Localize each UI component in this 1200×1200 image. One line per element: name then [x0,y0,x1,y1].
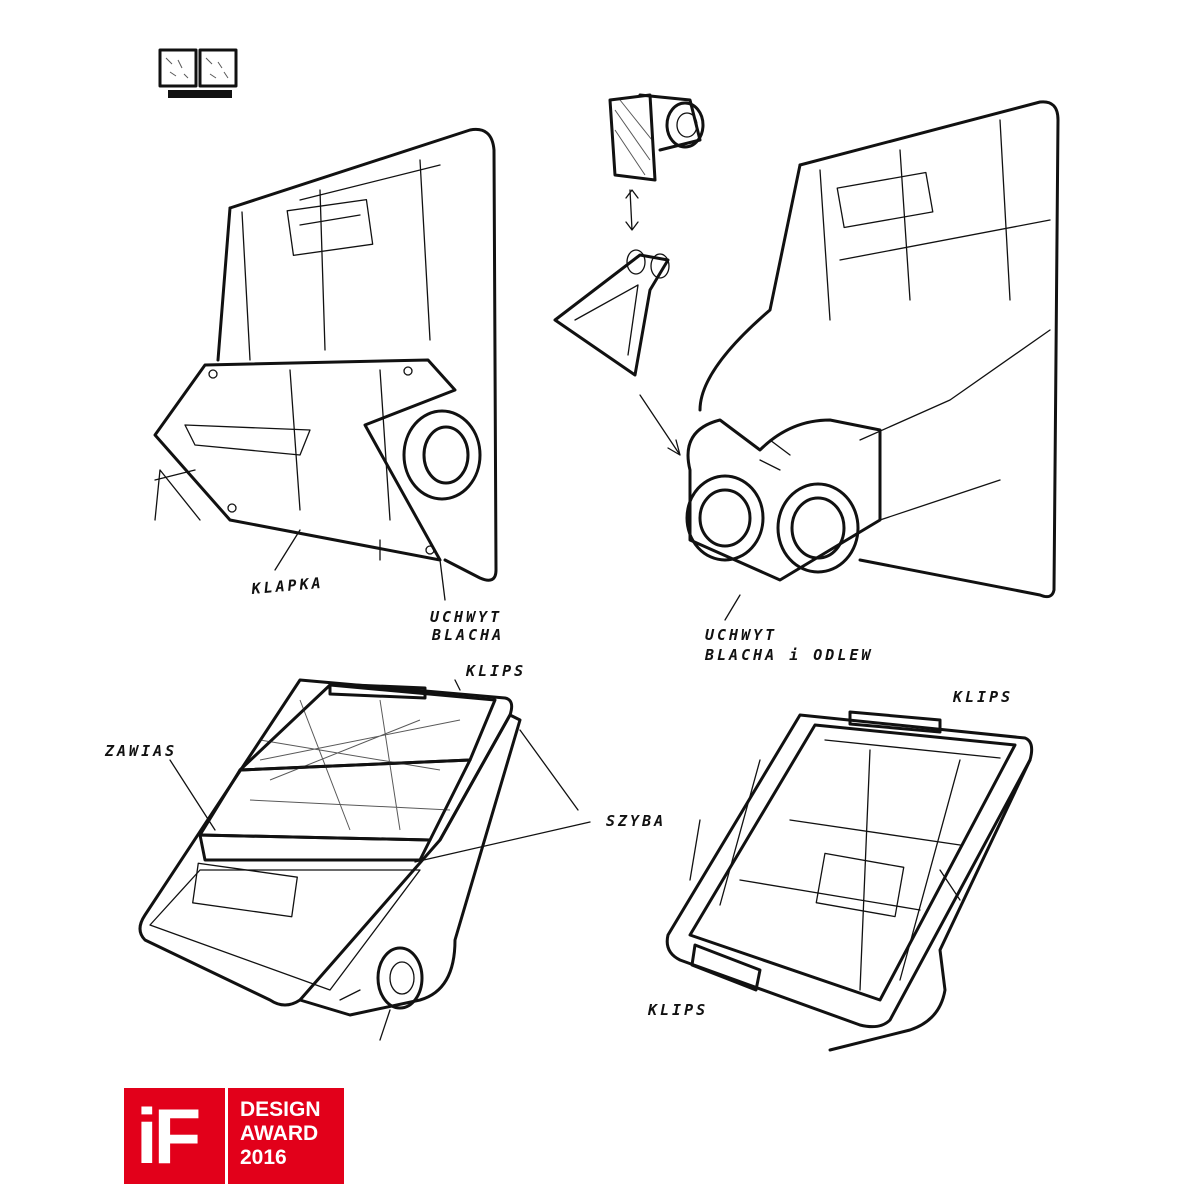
sketch-holder-tube-view [685,100,1060,621]
label-klips-bottom: KLIPS [647,1001,708,1019]
sketch-tablet-hinged [138,678,591,1041]
label-klapka: KLAPKA [250,574,324,598]
if-design-award-badge: iF DESIGN AWARD 2016 [124,1088,344,1184]
sketch-exploded-parts [553,93,705,456]
label-uchwyt-blacha-line1: UCHWYT [430,608,502,626]
award-line-award: AWARD [240,1122,319,1145]
sheet-icon [158,48,238,98]
label-uchwyt-odlew-line1: UCHWYT [705,626,777,644]
award-text: DESIGN AWARD 2016 [228,1088,321,1184]
if-logo-text: iF [136,1092,201,1180]
label-klips-top-right: KLIPS [952,688,1013,706]
sketch-tablet-closed [665,710,1034,1052]
label-szyba: SZYBA [606,812,666,830]
label-klips-top-left: KLIPS [465,662,526,680]
award-line-year: 2016 [240,1146,287,1169]
label-uchwyt-odlew-line2: BLACHA i ODLEW [704,646,873,664]
sketch-holder-flap-view [153,127,498,601]
award-line-design: DESIGN [240,1098,321,1121]
label-zawias: ZAWIAS [104,742,177,760]
label-uchwyt-blacha-line2: BLACHA [431,626,504,644]
if-logo: iF [124,1088,228,1184]
